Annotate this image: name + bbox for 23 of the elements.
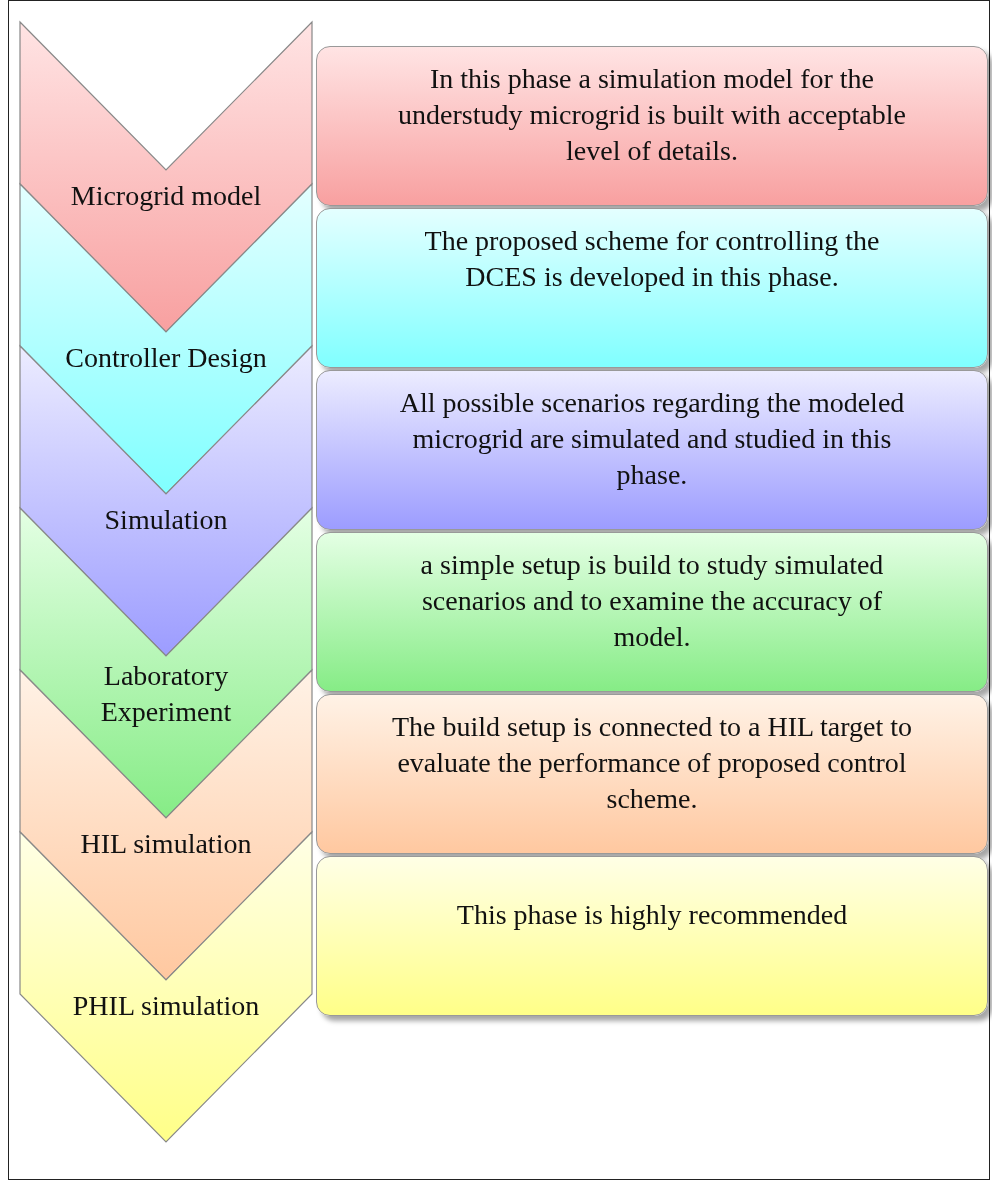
description-card: [316, 208, 988, 368]
phase-label: HIL simulation: [79, 827, 253, 861]
phase-label: Laboratory Experiment: [99, 659, 233, 729]
description-card: [316, 46, 988, 206]
phase-shape: [20, 508, 312, 818]
description-card: [316, 856, 988, 1016]
description-card: [316, 370, 988, 530]
description-text: All possible scenarios regarding the modeled microgrid are simulated and studied in this phase.: [398, 386, 906, 492]
phase-label: Controller Design: [64, 341, 268, 375]
phase-shape: [20, 346, 312, 656]
description-text: This phase is highly recommended: [455, 898, 849, 932]
phase-shape: [20, 832, 312, 1142]
description-text: The build setup is connected to a HIL target to evaluate the performance of proposed control scheme.: [390, 710, 914, 816]
description-text: In this phase a simulation model for the understudy microgrid is built with acceptable level of details.: [397, 62, 907, 168]
phase-shape: [20, 22, 312, 332]
phase-label: Microgrid model: [69, 179, 263, 213]
description-text: a simple setup is build to study simulated scenarios and to examine the accuracy of model.: [419, 548, 885, 654]
phase-shape: [20, 184, 312, 494]
phase-label: Simulation: [103, 503, 229, 537]
description-text: The proposed scheme for controlling the DCES is developed in this phase.: [423, 224, 881, 294]
phase-label: PHIL simulation: [71, 989, 261, 1023]
description-card: [316, 532, 988, 692]
description-card: [316, 694, 988, 854]
